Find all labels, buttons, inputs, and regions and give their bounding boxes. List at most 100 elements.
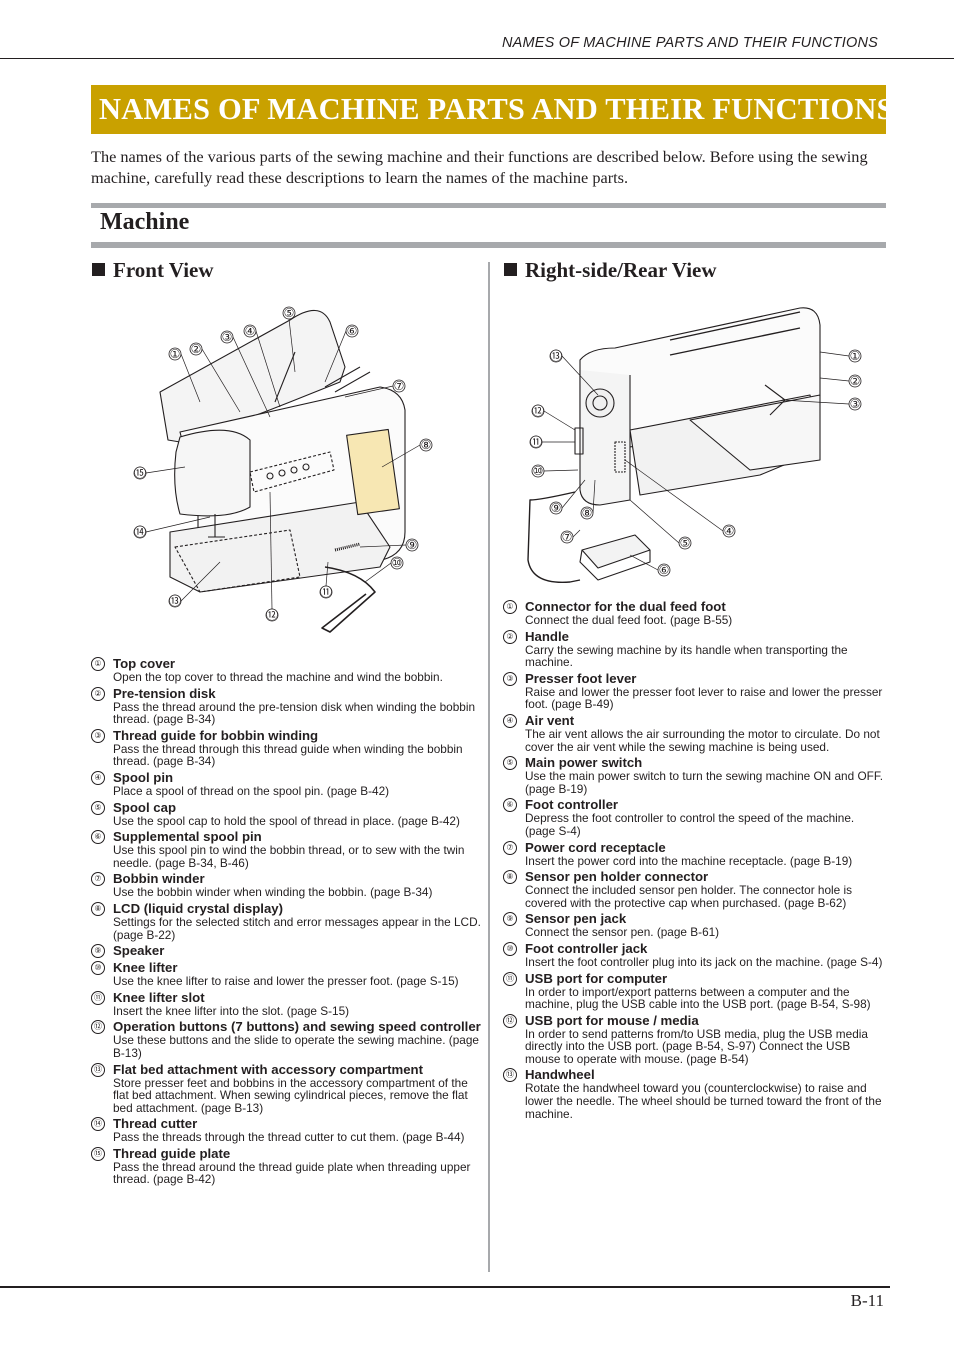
svg-text:⑮: ⑮	[134, 466, 146, 480]
handwheel-shape	[585, 388, 615, 418]
svg-text:⑩: ⑩	[392, 556, 403, 570]
part-description: Store presser feet and bobbins in the ac…	[113, 1075, 468, 1115]
operation-buttons-shape	[249, 451, 335, 493]
front-view-heading: Front View	[92, 258, 214, 283]
svg-text:④: ④	[245, 324, 256, 338]
section-rule-bottom	[91, 242, 886, 248]
svg-text:⑤: ⑤	[284, 306, 295, 320]
item-number: ⑤	[503, 756, 517, 771]
part-name: USB port for computer	[525, 970, 668, 986]
rear-callout-10: ⑩	[531, 464, 545, 478]
part-name: Knee lifter slot	[113, 989, 205, 1005]
item-number: ⑨	[503, 912, 517, 927]
part-name: Handwheel	[525, 1067, 595, 1083]
rear-view-illustration: ① ② ③ ④ ⑤ ⑥ ⑦ ⑧ ⑨ ⑩ ⑪ ⑫ ⑬	[527, 307, 862, 584]
part-description: Open the top cover to thread the machine…	[113, 670, 443, 684]
part-description: Use this spool pin to wind the bobbin th…	[113, 843, 465, 870]
front-callout-15: ⑮	[133, 466, 147, 480]
item-number: ⑩	[91, 961, 105, 976]
footer-rule	[0, 1286, 890, 1288]
rear-view-title: Right-side/Rear View	[525, 258, 717, 282]
rear-bed-shape	[689, 394, 821, 471]
part-description: Rotate the handwheel toward you (counter…	[525, 1081, 882, 1121]
intro-paragraph: The names of the various parts of the se…	[91, 147, 868, 187]
front-callout-4: ④	[243, 324, 257, 338]
front-callout-13: ⑬	[168, 594, 182, 608]
part-name: Top cover	[113, 656, 176, 671]
part-name: Operation buttons (7 buttons) and sewing…	[113, 1019, 481, 1035]
item-number: ⑮	[91, 1146, 105, 1161]
spool-pin-shape	[274, 351, 371, 403]
rear-callout-1: ①	[848, 349, 862, 363]
handle-shape	[669, 311, 801, 356]
part-name: Bobbin winder	[113, 871, 205, 887]
part-name: Main power switch	[525, 755, 643, 771]
part-name: Pre-tension disk	[113, 685, 216, 701]
item-number: ⑬	[503, 1068, 517, 1083]
item-number: ⑭	[91, 1117, 105, 1132]
part-name: Knee lifter	[113, 960, 178, 976]
svg-text:②: ②	[850, 374, 861, 388]
item-number: ⑤	[91, 800, 105, 815]
square-bullet-icon	[504, 263, 517, 276]
part-description: Pass the thread around the pre-tension d…	[113, 699, 476, 727]
part-description: Raise and lower the presser foot lever t…	[525, 684, 883, 712]
part-description: Place a spool of thread on the spool pin…	[113, 783, 390, 798]
svg-text:⑨: ⑨	[407, 538, 418, 552]
part-name: Foot controller	[525, 797, 619, 813]
part-description: In order to import/export patterns betwe…	[525, 984, 871, 1012]
part-description: Connect the included sensor pen holder. …	[525, 883, 853, 910]
front-callout-2: ②	[189, 342, 203, 356]
svg-text:⑩: ⑩	[533, 464, 544, 478]
part-description: Carry the sewing machine by its handle w…	[525, 642, 848, 670]
item-number: ③	[91, 728, 105, 743]
svg-text:⑤: ⑤	[680, 536, 691, 550]
part-description: Pass the thread around the thread guide …	[113, 1159, 471, 1187]
svg-text:⑦: ⑦	[394, 379, 405, 393]
front-callout-10: ⑩	[390, 556, 404, 570]
part-description: Depress the foot controller to control t…	[525, 811, 855, 838]
item-number: ⑪	[91, 990, 105, 1005]
front-callout-6: ⑥	[345, 324, 359, 338]
page-number: B-11	[850, 1291, 884, 1310]
part-name: Presser foot lever	[525, 670, 637, 686]
square-bullet-icon	[92, 263, 105, 276]
part-description: Connect the dual feed foot. (page B-55)	[525, 613, 733, 627]
part-description: Connect the sensor pen. (page B-61)	[525, 925, 720, 940]
part-name: LCD (liquid crystal display)	[113, 900, 284, 916]
rear-callout-6: ⑥	[657, 563, 671, 577]
running-header: NAMES OF MACHINE PARTS AND THEIR FUNCTIO…	[501, 35, 878, 51]
part-name: Foot controller jack	[525, 940, 648, 956]
power-cord-shape	[527, 491, 581, 584]
air-vent-shape	[614, 441, 626, 473]
part-description: Settings for the selected stitch and err…	[113, 914, 481, 942]
item-number: ⑬	[91, 1062, 105, 1077]
part-name: Thread guide for bobbin winding	[113, 727, 319, 743]
part-name: Sensor pen jack	[525, 911, 627, 927]
front-callout-11: ⑪	[319, 585, 333, 599]
front-view-illustration: ① ② ③ ④ ⑤ ⑥ ⑦ ⑧ ⑨ ⑩ ⑪ ⑫ ⑬ ⑭ ⑮	[133, 306, 433, 633]
item-number: ⑥	[503, 798, 517, 813]
svg-text:⑦: ⑦	[562, 530, 573, 544]
svg-text:③: ③	[850, 397, 861, 411]
item-number: ②	[91, 686, 105, 701]
part-name: USB port for mouse / media	[525, 1012, 699, 1028]
knee-lifter-shape	[321, 566, 376, 633]
svg-text:①: ①	[850, 349, 861, 363]
front-callout-7: ⑦	[392, 379, 406, 393]
